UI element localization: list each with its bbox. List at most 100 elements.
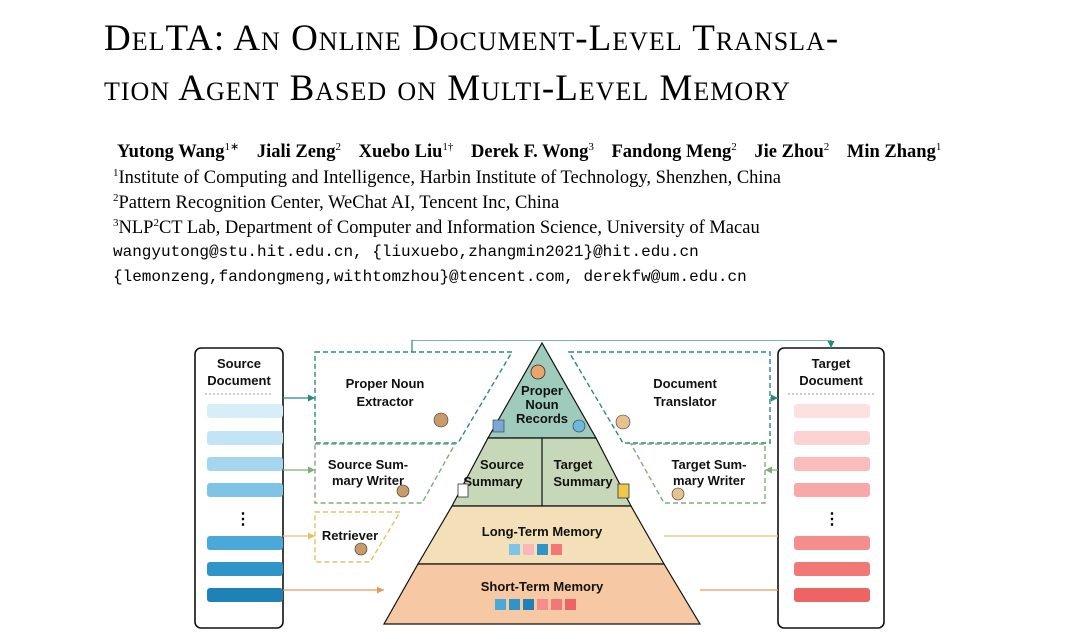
author: Yutong Wang1∗ [117, 141, 240, 162]
short-term-memory-label: Short-Term Memory [481, 579, 604, 594]
affil-sup: 2 [113, 192, 119, 204]
target-summary-line-1: Target [554, 457, 593, 472]
notes-icon [617, 483, 630, 499]
agent-translator-icon [615, 414, 631, 430]
target-document-panel: Target Document ⋮ [777, 347, 885, 629]
affil-text: Pattern Recognition Center, WeChat AI, T… [118, 193, 560, 214]
architecture-figure: Source Document ⋮ Target Document ⋮ Prop… [194, 340, 885, 629]
document-translator-box: Document Translator [567, 351, 771, 444]
target-summary-writer-line-2: mary Writer [673, 473, 745, 488]
short-term-memory-cubes [495, 599, 576, 610]
target-summary-writer-box: Target Sum- mary Writer [629, 443, 766, 504]
proper-noun-extractor-box: Proper Noun Extractor [314, 351, 514, 444]
target-doc-label-2: Document [799, 373, 863, 388]
building-icon [492, 419, 505, 433]
author-sup: 3 [588, 141, 594, 153]
email-line-2: {lemonzeng,fandongmeng,withtomzhou}@tenc… [113, 268, 747, 286]
author-sup: 2 [731, 141, 737, 153]
author-sup: 2 [823, 141, 830, 153]
proper-noun-extractor-line-1: Proper Noun [346, 376, 425, 391]
target-sentence-bar [794, 588, 870, 602]
title-line-1: DelTA: An Online Document-Level Transla- [104, 18, 840, 59]
document-icon [457, 483, 469, 498]
author: Fandong Meng2 [611, 141, 737, 163]
author-name: Fandong Meng [611, 142, 732, 163]
source-summary-writer-line-2: mary Writer [332, 473, 404, 488]
proper-noun-records-line-2: Noun [525, 397, 558, 412]
target-sentence-bar [794, 536, 870, 550]
target-summary-line-2: Summary [553, 474, 613, 489]
source-sentence-bar [207, 536, 283, 550]
agent-writer-icon [671, 487, 685, 501]
source-doc-label-1: Source [217, 356, 261, 371]
source-sentence-bar [207, 431, 283, 445]
memory-cube [551, 599, 562, 610]
affiliation-1: 1Institute of Computing and Intelligence… [113, 167, 781, 189]
source-sentence-bar [207, 562, 283, 576]
agent-worker-icon [433, 412, 449, 428]
memory-cube [551, 544, 562, 555]
people-icon [530, 364, 546, 380]
target-summary-writer-line-1: Target Sum- [672, 457, 747, 472]
retriever-box: Retriever [314, 511, 402, 563]
paper-title: DelTA: An Online Document-Level Transla-… [104, 14, 1064, 114]
author-sup: 2 [335, 141, 341, 153]
memory-cube [537, 599, 548, 610]
memory-pyramid: Proper Noun Records Source Summary Targe… [382, 341, 702, 625]
proper-noun-records-line-1: Proper [521, 383, 563, 398]
target-ellipsis: ⋮ [824, 511, 840, 528]
target-sentence-bar [794, 483, 870, 497]
source-document-panel: Source Document ⋮ [194, 347, 284, 629]
long-term-memory-cubes [509, 544, 562, 555]
document-translator-line-1: Document [653, 376, 717, 391]
affil-text: CT Lab, Department of Computer and Infor… [158, 218, 760, 239]
proper-noun-records-line-3: Records [516, 411, 568, 426]
author-name: Jie Zhou [754, 142, 824, 163]
affil-sup: 1 [113, 167, 119, 179]
author-list: Yutong Wang1∗ Jiali Zeng2 Xuebo Liu1† De… [117, 140, 954, 163]
source-summary-line-1: Source [480, 457, 524, 472]
target-sentence-bar [794, 431, 870, 445]
author-sup: 1† [442, 141, 454, 153]
source-summary-writer-line-1: Source Sum- [328, 457, 408, 472]
memory-cube [523, 599, 534, 610]
flow-arrows [283, 340, 835, 594]
source-sentence-bar [207, 483, 283, 497]
author-name: Xuebo Liu [358, 142, 443, 163]
memory-cube [509, 544, 520, 555]
source-sentence-bar [207, 588, 283, 602]
affil-pre: NLP [118, 218, 154, 239]
target-sentence-bar [794, 562, 870, 576]
title-line-2: tion Agent Based on Multi-Level Memory [104, 68, 791, 109]
agent-writer-icon [396, 484, 410, 498]
author-name: Jiali Zeng [256, 142, 336, 163]
source-doc-label-2: Document [207, 373, 271, 388]
target-sentence-bar [794, 404, 870, 418]
source-summary-line-2: Summary [463, 474, 523, 489]
affiliation-2: 2Pattern Recognition Center, WeChat AI, … [113, 192, 559, 214]
author-name: Derek F. Wong [471, 142, 589, 163]
author: Min Zhang1 [847, 141, 942, 162]
memory-cube [495, 599, 506, 610]
target-doc-label-1: Target [812, 356, 851, 371]
author: Derek F. Wong3 [471, 141, 594, 163]
affil-sup-2: 2 [153, 217, 159, 229]
document-translator-line-2: Translator [654, 394, 717, 409]
source-sentence-bar [207, 404, 283, 418]
memory-cube [565, 599, 576, 610]
author-sup: 1∗ [224, 141, 240, 153]
globe-icon [572, 419, 586, 433]
long-term-memory-label: Long-Term Memory [482, 524, 603, 539]
retriever-label: Retriever [322, 528, 378, 543]
memory-cube [523, 544, 534, 555]
email-line-1: wangyutong@stu.hit.edu.cn, {liuxuebo,zha… [113, 243, 699, 261]
affil-text: Institute of Computing and Intelligence,… [118, 168, 782, 189]
author-sup: 1 [935, 141, 942, 153]
source-summary-writer-box: Source Sum- mary Writer [314, 443, 457, 504]
affil-sup: 3 [113, 217, 119, 229]
target-sentence-bar [794, 457, 870, 471]
affiliation-3: 3NLP2CT Lab, Department of Computer and … [113, 217, 760, 239]
author: Xuebo Liu1† [358, 141, 454, 163]
memory-cube [509, 599, 520, 610]
proper-noun-extractor-line-2: Extractor [356, 394, 413, 409]
